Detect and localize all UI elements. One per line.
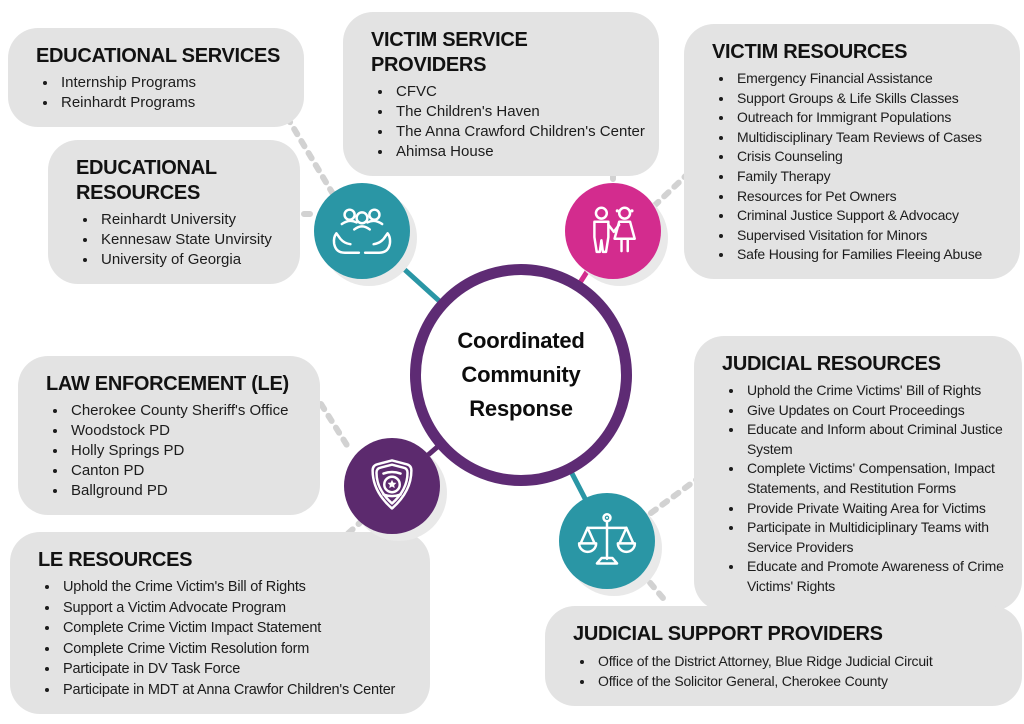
victim-bubble — [565, 183, 661, 279]
list-item: Emergency Financial Assistance — [734, 69, 1006, 89]
scales-of-justice-icon — [577, 513, 637, 565]
list-item: Canton PD — [68, 461, 306, 481]
list-item: Woodstock PD — [68, 421, 306, 441]
list-item: Reinhardt Programs — [58, 93, 290, 113]
list-item: Complete Crime Victim Resolution form — [60, 639, 416, 660]
list-item: Holly Springs PD — [68, 441, 306, 461]
box-title: VICTIM SERVICE PROVIDERS — [371, 29, 528, 76]
dotted-link-law-enforcement — [318, 401, 353, 453]
box-educational-services: EDUCATIONAL SERVICES Internship Programs… — [8, 28, 304, 128]
box-title: EDUCATIONAL RESOURCES — [76, 157, 217, 204]
box-law-enforcement: LAW ENFORCEMENT (LE) Cherokee County She… — [18, 356, 320, 516]
list-item: Office of the District Attorney, Blue Ri… — [595, 651, 1008, 671]
list-item: Office of the Solicitor General, Cheroke… — [595, 671, 1008, 691]
box-judicial-support-providers: JUDICIAL SUPPORT PROVIDERS Office of the… — [545, 606, 1022, 706]
box-list: Office of the District Attorney, Blue Ri… — [569, 651, 1008, 692]
list-item: Outreach for Immigrant Populations — [734, 108, 1006, 128]
box-title: JUDICIAL RESOURCES — [722, 353, 941, 375]
list-item: Ahimsa House — [393, 142, 645, 162]
box-list: Internship Programs Reinhardt Programs — [32, 73, 290, 113]
box-title: LAW ENFORCEMENT (LE) — [46, 373, 289, 395]
law-enforcement-bubble — [344, 438, 440, 534]
center-title: Coordinated Community Response — [457, 327, 585, 422]
list-item: Educate and Inform about Criminal Justic… — [744, 420, 1008, 459]
box-educational-resources: EDUCATIONAL RESOURCES Reinhardt Universi… — [48, 140, 300, 285]
list-item: Support a Victim Advocate Program — [60, 598, 416, 619]
community-hands-icon — [332, 208, 392, 254]
list-item: Uphold the Crime Victims' Bill of Rights — [744, 381, 1008, 401]
police-badge-icon — [371, 459, 413, 510]
box-judicial-resources: JUDICIAL RESOURCES Uphold the Crime Vict… — [694, 336, 1022, 611]
box-title: JUDICIAL SUPPORT PROVIDERS — [573, 623, 883, 645]
list-item: Internship Programs — [58, 73, 290, 93]
list-item: Provide Private Waiting Area for Victims — [744, 499, 1008, 519]
box-victim-service-providers: VICTIM SERVICE PROVIDERS CFVC The Childr… — [343, 12, 659, 177]
education-bubble — [314, 183, 410, 279]
list-item: The Children's Haven — [393, 102, 645, 122]
list-item: Ballground PD — [68, 481, 306, 501]
list-item: Participate in DV Task Force — [60, 659, 416, 680]
box-list: Reinhardt University Kennesaw State Unvi… — [72, 210, 286, 270]
list-item: Crisis Counseling — [734, 147, 1006, 167]
list-item: CFVC — [393, 82, 645, 102]
box-le-resources: LE RESOURCES Uphold the Crime Victim's B… — [10, 532, 430, 715]
list-item: Give Updates on Court Proceedings — [744, 401, 1008, 421]
list-item: Resources for Pet Owners — [734, 187, 1006, 207]
judicial-bubble — [559, 493, 655, 589]
children-icon — [593, 206, 636, 254]
box-list: Uphold the Crime Victim's Bill of Rights… — [34, 577, 416, 700]
box-list: Uphold the Crime Victims' Bill of Rights… — [718, 381, 1008, 597]
box-list: CFVC The Children's Haven The Anna Crawf… — [367, 82, 645, 162]
list-item: Complete Victims' Compensation, Impact S… — [744, 459, 1008, 498]
dotted-link-educational-services — [284, 114, 336, 197]
list-item: Multidisciplinary Team Reviews of Cases — [734, 128, 1006, 148]
box-victim-resources: VICTIM RESOURCES Emergency Financial Ass… — [684, 24, 1020, 279]
list-item: Complete Crime Victim Impact Statement — [60, 618, 416, 639]
box-title: VICTIM RESOURCES — [712, 41, 908, 63]
list-item: Support Groups & Life Skills Classes — [734, 89, 1006, 109]
center-circle: Coordinated Community Response — [410, 264, 632, 486]
list-item: The Anna Crawford Children's Center — [393, 122, 645, 142]
list-item: Family Therapy — [734, 167, 1006, 187]
list-item: Uphold the Crime Victim's Bill of Rights — [60, 577, 416, 598]
dotted-link-judicial-resources — [648, 474, 703, 516]
box-title: EDUCATIONAL SERVICES — [36, 45, 281, 67]
list-item: Reinhardt University — [98, 210, 286, 230]
list-item: Cherokee County Sheriff's Office — [68, 401, 306, 421]
list-item: University of Georgia — [98, 250, 286, 270]
list-item: Participate in Multidiciplinary Teams wi… — [744, 518, 1008, 557]
list-item: Participate in MDT at Anna Crawfor Child… — [60, 680, 416, 701]
list-item: Criminal Justice Support & Advocacy — [734, 206, 1006, 226]
box-list: Emergency Financial Assistance Support G… — [708, 69, 1006, 265]
list-item: Supervised Visitation for Minors — [734, 226, 1006, 246]
list-item: Safe Housing for Families Fleeing Abuse — [734, 245, 1006, 265]
list-item: Kennesaw State Unvirsity — [98, 230, 286, 250]
box-title: LE RESOURCES — [38, 549, 193, 571]
list-item: Educate and Promote Awareness of Crime V… — [744, 557, 1008, 596]
box-list: Cherokee County Sheriff's Office Woodsto… — [42, 401, 306, 501]
dotted-link-judicial-support — [638, 569, 671, 607]
